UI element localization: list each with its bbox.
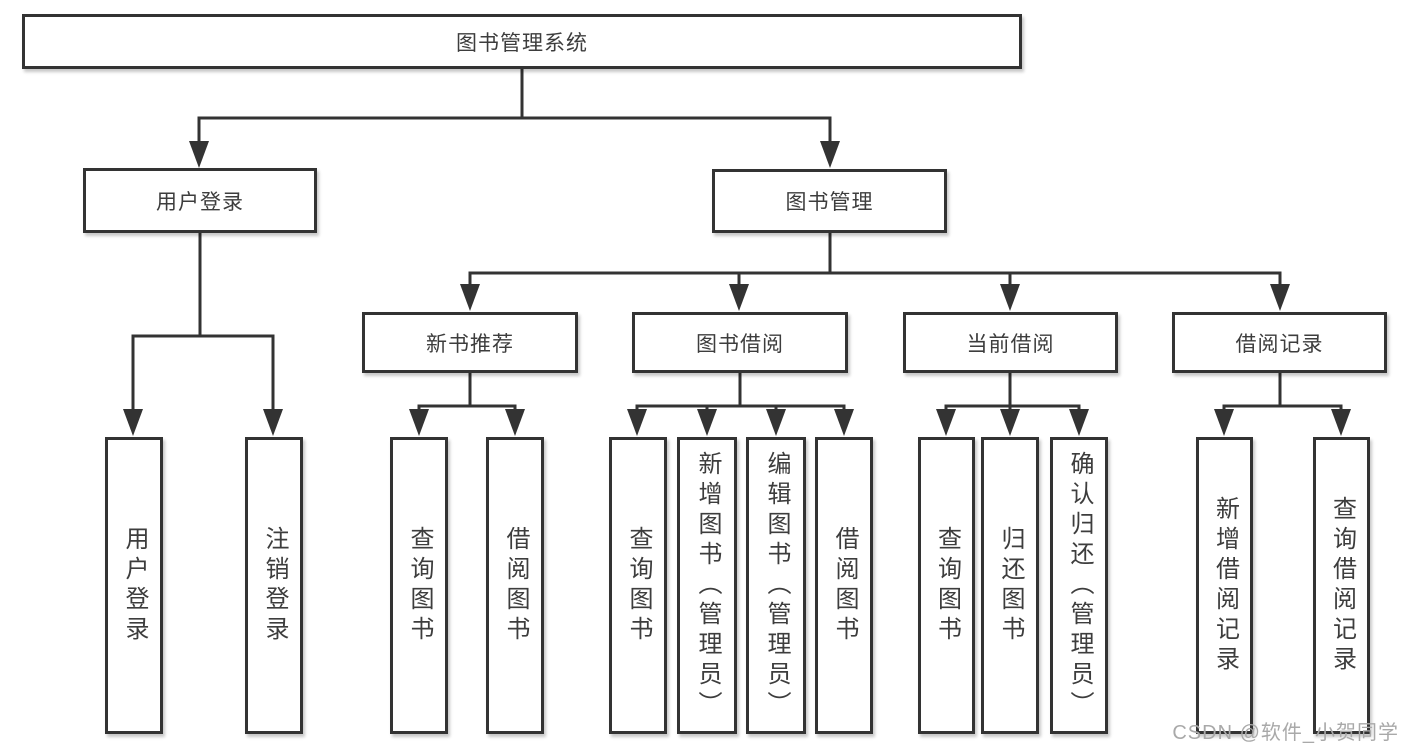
leaf-query-borrow-record: 查询借阅记录 [1313, 437, 1370, 734]
leaf-confirm-return-admin: 确认归还（管理员） [1050, 437, 1108, 734]
node-library-system: 图书管理系统 [22, 14, 1022, 69]
node-book-management-label: 图书管理 [785, 191, 874, 214]
leaf-edit-books-admin: 编辑图书（管理员） [746, 437, 806, 734]
leaf-logout: 注销登录 [245, 437, 303, 734]
node-library-system-label: 图书管理系统 [456, 31, 588, 55]
node-current-borrow: 当前借阅 [903, 312, 1118, 373]
leaf-return-books: 归还图书 [981, 437, 1039, 734]
node-borrow-records: 借阅记录 [1172, 312, 1387, 373]
csdn-watermark: CSDN @软件_小贺同学 [1172, 722, 1399, 744]
leaf-add-books-admin: 新增图书（管理员） [677, 437, 737, 734]
node-borrow-records-label: 借阅记录 [1235, 332, 1324, 356]
leaf-borrow-books-recommend: 借阅图书 [486, 437, 544, 734]
tree-edges [131, 67, 1343, 430]
node-new-book-recommend-label: 新书推荐 [426, 332, 514, 356]
node-current-borrow-label: 当前借阅 [966, 332, 1055, 356]
leaf-add-borrow-record: 新增借阅记录 [1196, 437, 1253, 734]
node-new-book-recommend: 新书推荐 [362, 312, 578, 373]
leaf-query-books-borrow: 查询图书 [609, 437, 667, 734]
leaf-query-books-current: 查询图书 [918, 437, 975, 734]
node-book-borrow: 图书借阅 [632, 312, 848, 373]
node-book-management: 图书管理 [712, 169, 947, 233]
node-user-login: 用户登录 [83, 168, 317, 233]
node-book-borrow-label: 图书借阅 [696, 332, 784, 356]
leaf-borrow-books: 借阅图书 [815, 437, 873, 734]
leaf-query-books-recommend: 查询图书 [390, 437, 448, 734]
arrowheads [123, 141, 1351, 436]
leaf-user-login: 用户登录 [105, 437, 163, 734]
node-user-login-label: 用户登录 [156, 190, 244, 214]
